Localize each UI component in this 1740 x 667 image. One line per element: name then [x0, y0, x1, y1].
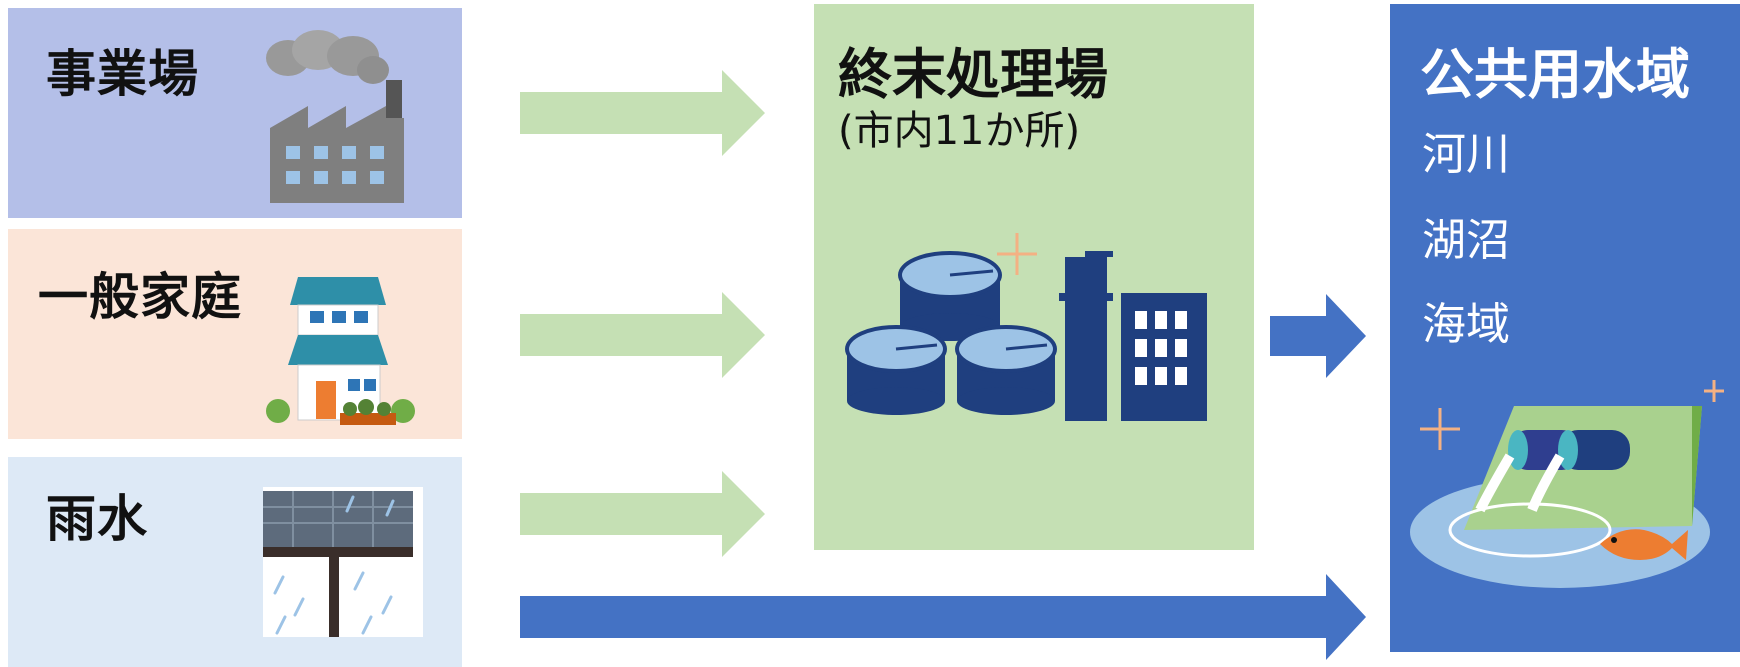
treatment-plant-box [814, 4, 1254, 550]
source-rain-box: 雨水 [8, 457, 462, 667]
arrow-rain-to-water [520, 574, 1366, 660]
plant-title: 終末処理場 [838, 43, 1108, 106]
source-rain-label: 雨水 [46, 490, 148, 548]
arrow-plant-to-water [1270, 294, 1366, 378]
source-household-label: 一般家庭 [38, 268, 242, 326]
water-item-lake: 湖沼 [1422, 215, 1510, 266]
treatment-plant-icon [845, 233, 1207, 421]
arrow-business-to-plant [520, 70, 765, 156]
source-business-label: 事業場 [46, 45, 199, 103]
water-item-sea: 海域 [1422, 299, 1510, 350]
house-icon [266, 277, 415, 425]
arrow-rain-to-plant [520, 471, 765, 557]
arrow-household-to-plant [520, 292, 765, 378]
water-title: 公共用水域 [1420, 43, 1690, 106]
outfall-pipe-icon [1410, 380, 1724, 588]
source-household-box: 一般家庭 [8, 229, 462, 439]
source-business-box: 事業場 [8, 8, 462, 218]
factory-icon [266, 30, 404, 203]
plant-subtitle: (市内11か所) [838, 108, 1081, 154]
water-item-river: 河川 [1422, 129, 1510, 180]
rain-gutter-icon [263, 487, 423, 637]
